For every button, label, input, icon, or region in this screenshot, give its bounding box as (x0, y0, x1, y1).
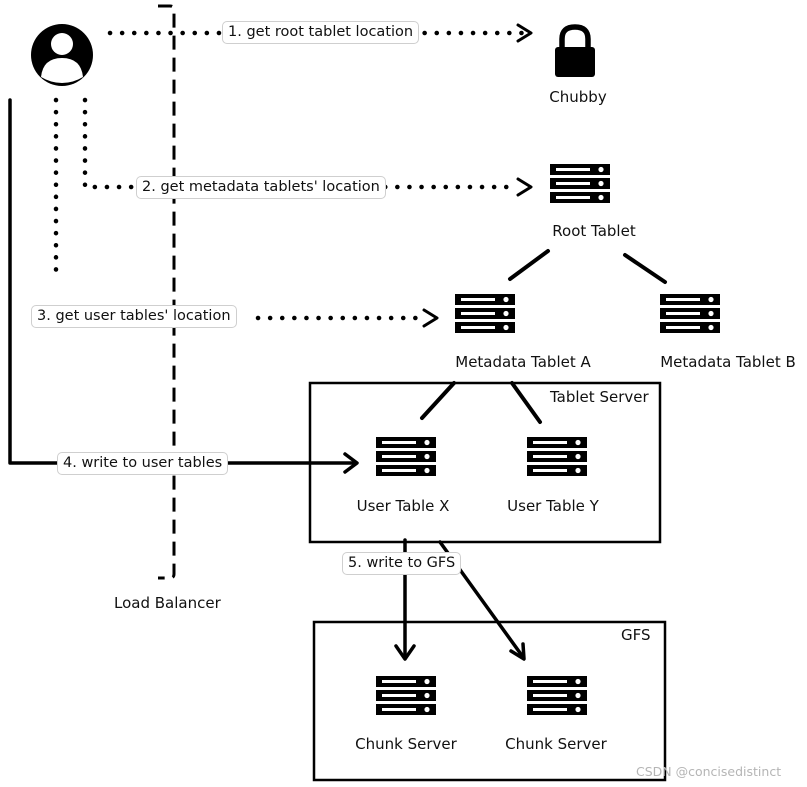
metadata-tablet-b-server-icon (658, 292, 722, 335)
solid-flows (8, 98, 526, 661)
metadata-tablet-a-server-icon (453, 292, 517, 335)
lock-icon (555, 24, 595, 77)
step-4-label: 4. write to user tables (57, 452, 229, 475)
chubby-label: Chubby (549, 88, 607, 106)
user-table-x-server-icon (374, 435, 438, 478)
gfs-title: GFS (621, 626, 651, 644)
root-tablet-server-icon (548, 162, 612, 205)
tablet-server-box (308, 381, 662, 544)
chunk-server-2-label: Chunk Server (505, 735, 607, 753)
tablet-server-title: Tablet Server (550, 388, 649, 406)
chunk-server-2-icon (525, 674, 589, 717)
gfs-box (312, 620, 667, 782)
chunk-server-1-label: Chunk Server (355, 735, 457, 753)
user-table-y-server-icon (525, 435, 589, 478)
step-3-label: 3. get user tables' location (31, 305, 237, 328)
step-5-label: 5. write to GFS (342, 552, 462, 575)
watermark: CSDN @concisedistinct (636, 764, 782, 779)
root-tablet-label: Root Tablet (552, 222, 636, 240)
tree-connectors (420, 249, 667, 424)
dotted-arrowheads (422, 23, 533, 328)
metadata-tablet-b-label: Metadata Tablet B (660, 353, 796, 371)
user-table-x-label: User Table X (356, 497, 450, 515)
load-balancer-label: Load Balancer (114, 594, 221, 612)
chunk-server-1-icon (374, 674, 438, 717)
step-1-label: 1. get root tablet location (222, 21, 420, 44)
step-2-label: 2. get metadata tablets' location (136, 176, 386, 199)
client-user-icon (31, 24, 93, 86)
metadata-tablet-a-label: Metadata Tablet A (455, 353, 591, 371)
load-balancer-bracket (158, 4, 176, 580)
user-table-y-label: User Table Y (507, 497, 599, 515)
